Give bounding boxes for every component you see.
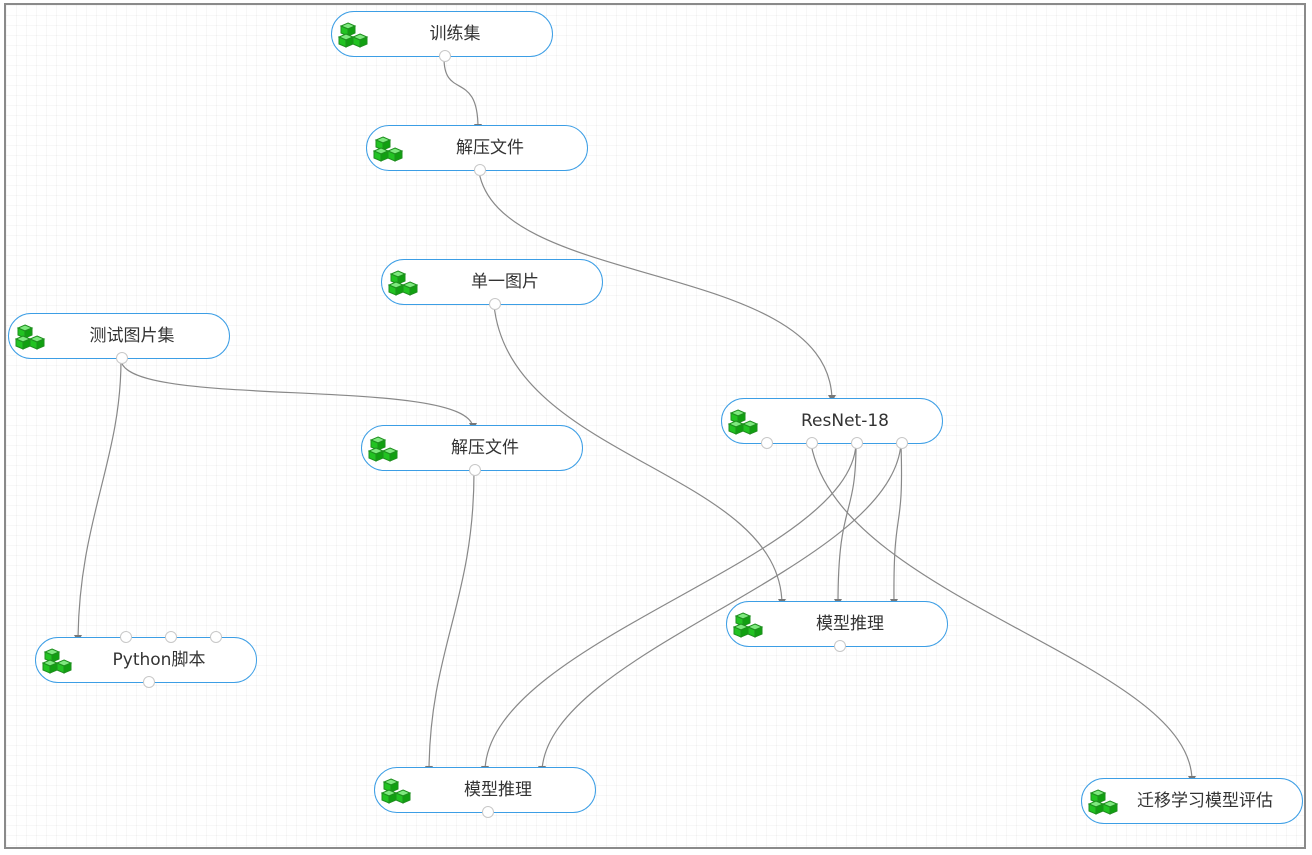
- node-label: 迁移学习模型评估: [1137, 791, 1273, 811]
- node-label: Python脚本: [112, 650, 206, 670]
- node-train-set[interactable]: 训练集: [331, 11, 553, 62]
- input-port[interactable]: [165, 631, 177, 643]
- output-port[interactable]: [143, 676, 155, 688]
- node-test-image-set[interactable]: 测试图片集: [8, 313, 230, 364]
- output-port[interactable]: [482, 806, 494, 818]
- workflow-canvas[interactable]: [4, 3, 1306, 849]
- cubes-icon: [733, 612, 764, 638]
- node-model-inference-right[interactable]: 模型推理: [726, 601, 948, 652]
- node-transfer-learning-evaluation[interactable]: 迁移学习模型评估: [1081, 778, 1303, 824]
- output-port[interactable]: [439, 50, 451, 62]
- cubes-icon: [388, 270, 419, 296]
- cubes-icon: [373, 136, 404, 162]
- output-port[interactable]: [806, 437, 818, 449]
- input-port[interactable]: [120, 631, 132, 643]
- node-label: 模型推理: [816, 614, 884, 634]
- output-port[interactable]: [469, 464, 481, 476]
- output-port[interactable]: [761, 437, 773, 449]
- node-label: 测试图片集: [89, 326, 175, 346]
- node-label: ResNet-18: [801, 411, 889, 431]
- cubes-icon: [381, 778, 412, 804]
- node-label: 训练集: [429, 24, 481, 44]
- cubes-icon: [42, 648, 73, 674]
- output-port[interactable]: [116, 352, 128, 364]
- node-resnet-18[interactable]: ResNet-18: [721, 398, 943, 449]
- node-python-script[interactable]: Python脚本: [35, 631, 257, 688]
- cubes-icon: [15, 324, 46, 350]
- input-port[interactable]: [210, 631, 222, 643]
- node-single-image[interactable]: 单一图片: [381, 259, 603, 310]
- output-port[interactable]: [834, 640, 846, 652]
- cubes-icon: [1088, 789, 1119, 815]
- node-unzip-test[interactable]: 解压文件: [361, 425, 583, 476]
- cubes-icon: [728, 409, 759, 435]
- node-model-inference-bottom[interactable]: 模型推理: [374, 767, 596, 818]
- output-port[interactable]: [851, 437, 863, 449]
- node-label: 模型推理: [464, 780, 532, 800]
- output-port[interactable]: [896, 437, 908, 449]
- node-unzip-train[interactable]: 解压文件: [366, 125, 588, 176]
- output-port[interactable]: [474, 164, 486, 176]
- cubes-icon: [368, 436, 399, 462]
- cubes-icon: [338, 22, 369, 48]
- node-label: 解压文件: [451, 438, 519, 458]
- output-port[interactable]: [489, 298, 501, 310]
- node-label: 解压文件: [456, 138, 524, 158]
- node-label: 单一图片: [471, 272, 539, 292]
